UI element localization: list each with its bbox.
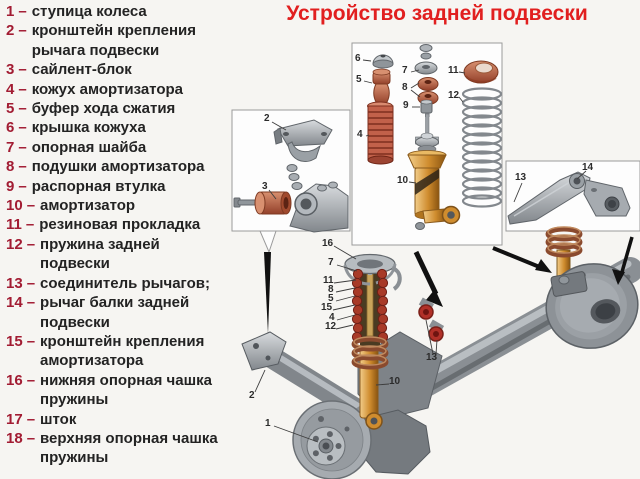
callout-11-box: 11 xyxy=(448,65,459,76)
legend-item-10: 10–амортизатор xyxy=(6,197,136,215)
callout-2-main: 2 xyxy=(249,390,255,401)
page-title: Устройство задней подвески xyxy=(286,2,588,25)
callout-2-box: 2 xyxy=(264,113,270,124)
callout-15-main: 15 xyxy=(321,302,333,313)
axle-assembly-drawing xyxy=(241,226,640,479)
callout-4-main: 4 xyxy=(329,312,335,323)
callout-5-box: 5 xyxy=(356,74,362,85)
legend-item-9: 9–распорная втулка xyxy=(6,177,166,195)
callout-16-main: 16 xyxy=(322,238,334,249)
right-strut-drawing xyxy=(545,226,639,349)
legend-item-1: 1–ступица колеса xyxy=(6,3,147,20)
legend-item-12: 12–пружина задней подвески xyxy=(6,235,160,273)
legend-item-13: 13–соединитель рычагов; xyxy=(6,274,210,292)
pointer-arrows xyxy=(264,236,634,334)
callout-12-box: 12 xyxy=(448,90,460,101)
callout-13-main: 13 xyxy=(426,352,438,363)
suspension-illustration xyxy=(231,42,640,479)
callout-7-box: 7 xyxy=(402,65,408,76)
legend-item-14: 14–рычаг балки задней подвески xyxy=(6,294,190,331)
legend-item-18: 18–верхняя опорная чашка пружины xyxy=(6,429,218,467)
callout-11-main: 11 xyxy=(323,275,334,286)
brake-disc-drawing xyxy=(292,400,372,479)
callout-5-main: 5 xyxy=(328,293,334,304)
cutaway-strut-drawing xyxy=(343,253,402,430)
legend-item-4: 4–кожух амортизатора xyxy=(6,80,183,98)
leader-lines xyxy=(254,59,587,443)
legend-item-11: 11–резиновая прокладка xyxy=(6,216,201,234)
spring-line-drawing xyxy=(461,87,503,208)
callout-13-box: 13 xyxy=(515,172,527,183)
callout-9-box: 9 xyxy=(403,100,409,111)
legend-item-17: 17–шток xyxy=(6,410,77,428)
legend-item-16: 16–нижняя опорная чашка пружины xyxy=(6,371,212,409)
callout-14-box: 14 xyxy=(582,162,594,173)
diagram: 2 3 6 5 4 7 8 9 10 11 12 13 14 16 7 11 8… xyxy=(230,28,640,479)
callout-8-main: 8 xyxy=(328,284,334,295)
shock-exploded-drawing xyxy=(367,44,503,230)
callout-8-box: 8 xyxy=(402,82,408,93)
callout-7-main: 7 xyxy=(328,257,334,268)
callout-6-box: 6 xyxy=(355,53,361,64)
legend-item-6: 6–крышка кожуха xyxy=(6,119,146,137)
bracket-silentblock-drawing xyxy=(233,119,349,233)
legend-item-2: 2–кронштейн крепления рычага подвески xyxy=(6,22,196,59)
legend-item-5: 5–буфер хода сжатия xyxy=(6,100,176,118)
callout-10-main: 10 xyxy=(389,376,401,387)
hub-flange-drawing xyxy=(545,263,639,349)
legend-item-3: 3–сайлент-блок xyxy=(6,61,132,79)
legend-item-7: 7–опорная шайба xyxy=(6,138,147,156)
callout-3-box: 3 xyxy=(262,181,268,192)
legend-item-8: 8–подушки амортизатора xyxy=(6,158,205,176)
callout-10-box: 10 xyxy=(397,175,409,186)
callout-12-main: 12 xyxy=(325,321,337,332)
legend-item-15: 15–кронштейн крепления амортизатора xyxy=(6,332,205,370)
trailing-arm-drawing xyxy=(507,171,631,225)
legend: 1–ступица колеса 2–кронштейн крепления р… xyxy=(6,2,232,468)
callout-4-box: 4 xyxy=(357,129,363,140)
callout-1-main: 1 xyxy=(265,418,271,429)
